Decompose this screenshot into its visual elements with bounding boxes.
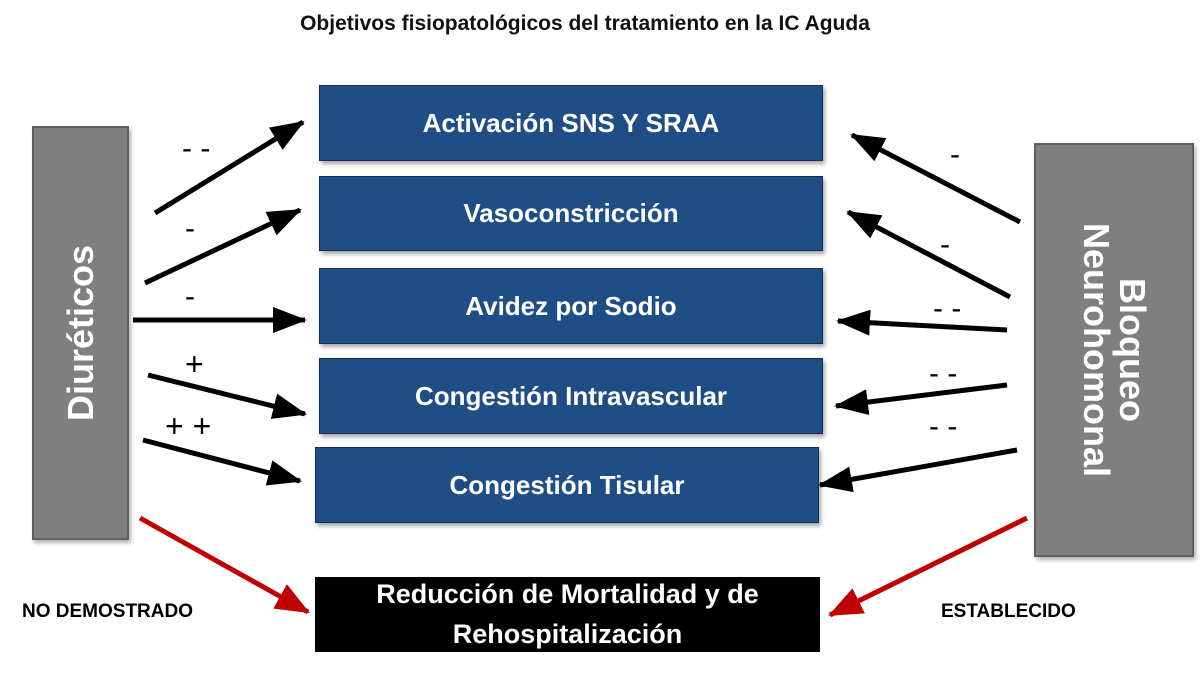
- target-box-intravascular-congestion: Congestión Intravascular: [319, 358, 823, 434]
- target-box-sns-sraa: Activación SNS Y SRAA: [319, 85, 823, 161]
- left-effect-label: +: [185, 346, 204, 382]
- left-effect-label: -: [185, 280, 195, 313]
- left-effect-label: + +: [165, 408, 212, 444]
- not-demonstrated-label: NO DEMOSTRADO: [22, 601, 193, 622]
- arrow-blockade-to-outcome: [828, 515, 1029, 618]
- target-label: Avidez por Sodio: [465, 290, 677, 321]
- arrow-blockade-to-intravascular: [834, 382, 1008, 416]
- arrow-blockade-to-vasoconstriction: [846, 209, 1012, 300]
- right-effect-label: -: [940, 228, 950, 261]
- arrow-diuretics-to-intravascular: [147, 372, 307, 419]
- arrow-blockade-to-sns: [850, 132, 1022, 225]
- arrow-diuretics-to-sns: [153, 119, 305, 216]
- target-box-sodium-avidity: Avidez por Sodio: [319, 268, 823, 344]
- outcome-box: Reducción de Mortalidad y de Rehospitali…: [315, 577, 820, 652]
- arrow-blockade-to-tissue: [818, 447, 1018, 493]
- neurohormonal-blockade-panel: Bloqueo Neurohomonal: [1034, 143, 1194, 557]
- right-effect-label: - -: [929, 357, 958, 390]
- target-box-vasoconstriction: Vasoconstricción: [319, 176, 823, 251]
- arrow-diuretics-to-outcome: [138, 515, 310, 615]
- target-label: Congestión Intravascular: [414, 380, 728, 411]
- right-effect-label: - -: [929, 410, 958, 443]
- outcome-line2: Rehospitalización: [452, 618, 683, 649]
- left-effect-label: -: [185, 212, 195, 245]
- target-label: Activación SNS Y SRAA: [422, 107, 720, 138]
- right-effect-label: - -: [933, 292, 962, 325]
- arrow-diuretics-to-tissue: [142, 437, 302, 486]
- left-effect-label: - -: [182, 132, 211, 165]
- target-label: Congestión Tisular: [449, 469, 685, 500]
- established-label: ESTABLECIDO: [941, 601, 1076, 622]
- arrow-diuretics-to-vasoconstriction: [143, 207, 302, 286]
- diuretics-panel: Diuréticos: [32, 126, 129, 540]
- outcome-line1: Reducción de Mortalidad y de: [376, 579, 759, 610]
- target-label: Vasoconstricción: [463, 198, 679, 228]
- diagram-title: Objetivos fisiopatológicos del tratamien…: [300, 12, 870, 35]
- arrow-blockade-to-sodium: [836, 309, 1008, 336]
- target-box-tissue-congestion: Congestión Tisular: [315, 447, 819, 523]
- right-effect-label: -: [950, 138, 960, 171]
